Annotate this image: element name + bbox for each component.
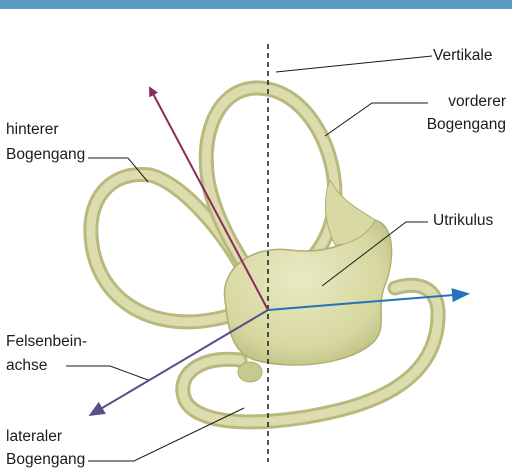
- label-bogengang-posterior: Bogengang: [6, 145, 85, 165]
- leader-felsenbein: [66, 366, 148, 380]
- label-achse: achse: [6, 356, 47, 376]
- label-bogengang-anterior: Bogengang: [408, 115, 506, 135]
- leader-vertikale: [276, 56, 432, 72]
- label-vorderer: vorderer: [408, 92, 506, 112]
- label-hinterer: hinterer: [6, 120, 59, 140]
- label-lateraler: lateraler: [6, 427, 62, 447]
- label-utrikulus: Utrikulus: [433, 211, 493, 231]
- label-felsenbein: Felsenbein-: [6, 332, 87, 352]
- utricle-body: [224, 220, 391, 365]
- label-vertikale: Vertikale: [433, 46, 492, 66]
- label-bogengang-lateral: Bogengang: [6, 450, 85, 470]
